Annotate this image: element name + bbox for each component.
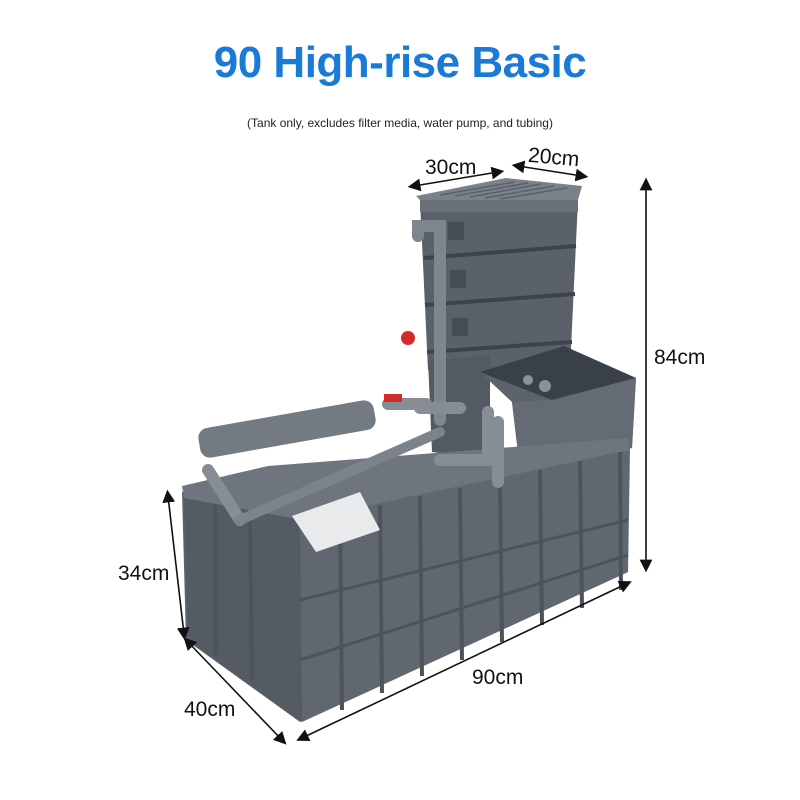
- valve-icon: [401, 331, 415, 345]
- dimension-label-tank-depth: 40cm: [184, 698, 236, 721]
- side-box: [480, 346, 636, 470]
- product-title: 90 High-rise Basic: [213, 38, 587, 87]
- dimension-label-top-width: 30cm: [425, 156, 477, 179]
- strainer-icon: [539, 380, 551, 392]
- strainer-icon: [523, 375, 533, 385]
- main-tank: [182, 438, 630, 722]
- skimmer-tube: [198, 400, 376, 458]
- white-baffle: [292, 492, 380, 552]
- dimension-label-tank-length: 90cm: [472, 666, 524, 689]
- valve-icon: [384, 394, 402, 402]
- product-subtitle: (Tank only, excludes filter media, water…: [247, 116, 553, 130]
- dimension-label-total-height: 84cm: [654, 346, 706, 369]
- dimension-label-top-depth: 20cm: [527, 143, 581, 172]
- dimension-label-tank-height: 34cm: [118, 562, 170, 585]
- dimension-arrows: [162, 160, 653, 745]
- plumbing: [198, 220, 504, 526]
